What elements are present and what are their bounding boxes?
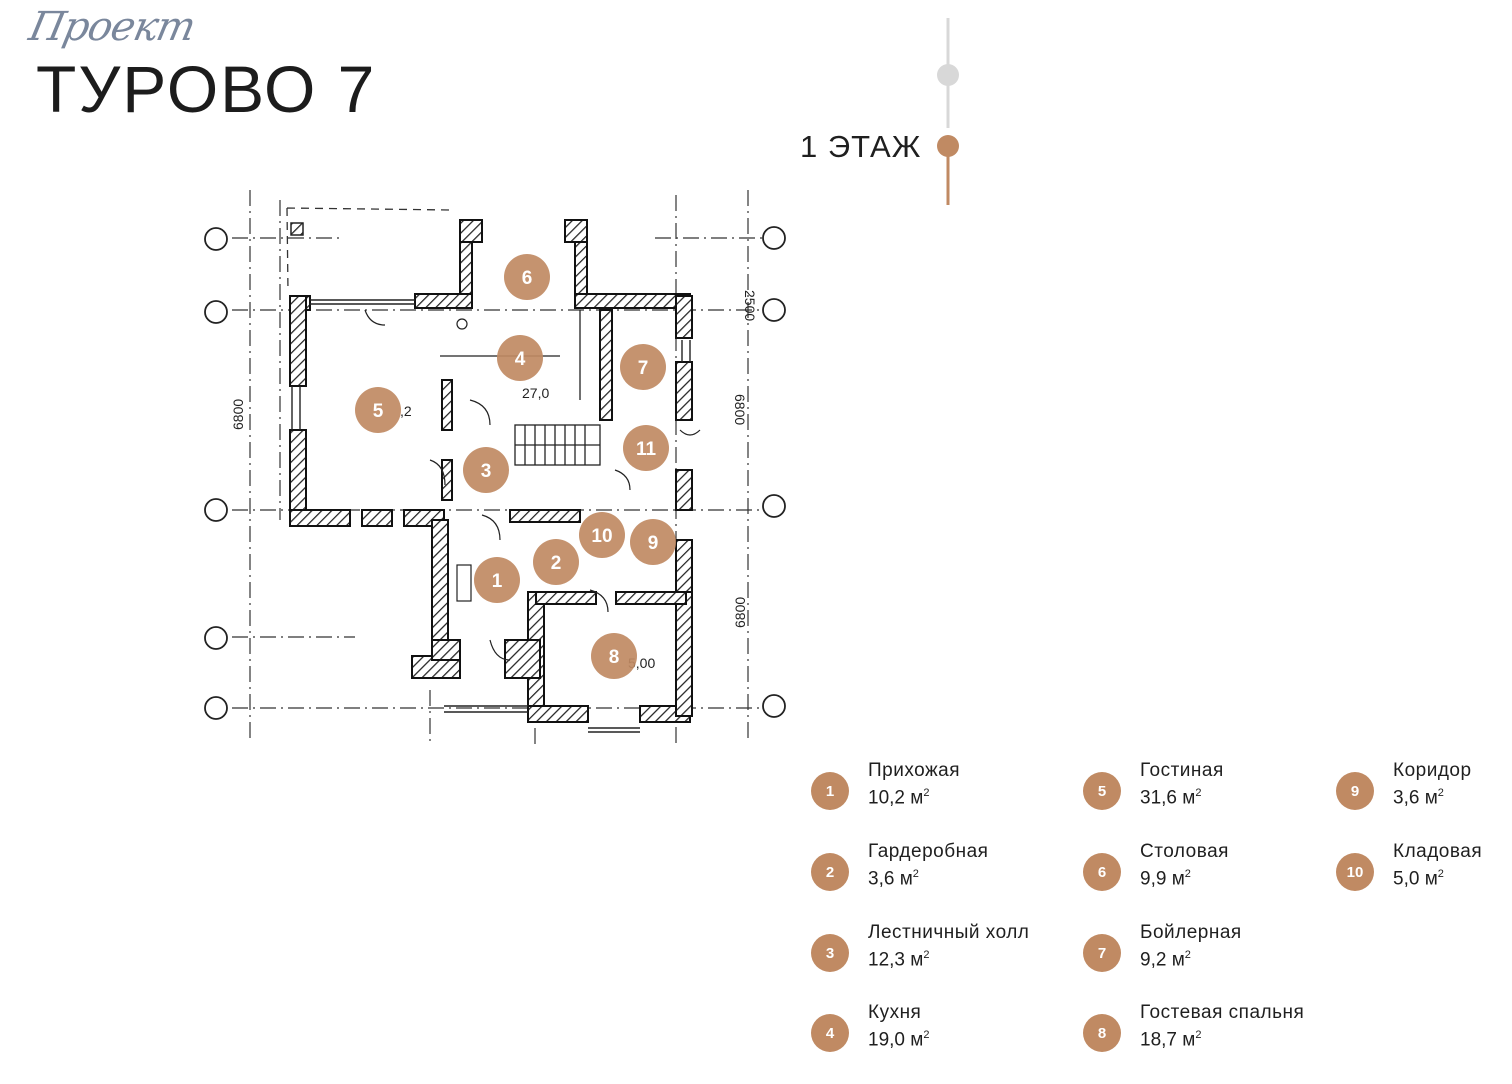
legend-number-badge: 8 bbox=[1083, 1014, 1121, 1052]
room-marker-circle bbox=[355, 387, 401, 433]
room-marker-1: 1 bbox=[474, 557, 520, 603]
legend-number-badge: 9 bbox=[1336, 772, 1374, 810]
room-marker-number: 11 bbox=[636, 439, 657, 460]
room-marker-2: 2 bbox=[533, 539, 579, 585]
legend-number-badge: 1 bbox=[811, 772, 849, 810]
legend-item: 4 Кухня 19,0 м2 bbox=[811, 1002, 1061, 1084]
room-marker-circle bbox=[533, 539, 579, 585]
room-marker-7: 7 bbox=[620, 344, 666, 390]
legend-room-area: 31,6 м2 bbox=[1140, 787, 1202, 809]
room-marker-3: 3 bbox=[463, 447, 509, 493]
room-marker-11: 11 bbox=[623, 425, 669, 471]
room-marker-number: 9 bbox=[648, 533, 659, 554]
legend-room-name: Коридор bbox=[1393, 760, 1472, 781]
axis-bubbles bbox=[204, 226, 786, 720]
legend-room-name: Кладовая bbox=[1393, 841, 1483, 862]
dimension-left: 6800 bbox=[230, 399, 246, 430]
room-marker-circle bbox=[579, 512, 625, 558]
legend-number-badge: 4 bbox=[811, 1014, 849, 1052]
room-marker-5: 5 bbox=[355, 387, 401, 433]
room-marker-number: 6 bbox=[522, 268, 533, 289]
legend-number-badge: 7 bbox=[1083, 934, 1121, 972]
legend-room-name: Гардеробная bbox=[868, 841, 989, 862]
legend-room-name: Гостевая спальня bbox=[1140, 1002, 1305, 1023]
room-marker-number: 4 bbox=[515, 349, 526, 370]
area-label-living: ,2 bbox=[400, 403, 412, 419]
legend-room-name: Лестничный холл bbox=[868, 922, 1030, 943]
room-marker-circle bbox=[623, 425, 669, 471]
legend-room-name: Гостиная bbox=[1140, 760, 1224, 781]
current-floor-label[interactable]: 1 ЭТАЖ bbox=[800, 129, 922, 164]
room-marker-circle bbox=[497, 335, 543, 381]
dimension-right-top: 2500 bbox=[742, 290, 758, 321]
room-marker-number: 8 bbox=[609, 647, 620, 668]
room-marker-circle bbox=[463, 447, 509, 493]
legend-room-area: 3,6 м2 bbox=[868, 868, 919, 890]
legend-item: 1 Прихожая 10,2 м2 bbox=[811, 760, 1061, 842]
dimension-right-bottom: 6800 bbox=[732, 597, 748, 628]
legend-number-badge: 6 bbox=[1083, 853, 1121, 891]
floor-1-dot[interactable] bbox=[937, 135, 959, 157]
room-markers: 1 2 3 4 5 6 7 8 9 10 11 bbox=[355, 254, 676, 679]
legend-item: 7 Бойлерная 9,2 м2 bbox=[1083, 922, 1333, 1004]
legend-number-badge: 2 bbox=[811, 853, 849, 891]
legend-item: 10 Кладовая 5,0 м2 bbox=[1336, 841, 1512, 923]
legend-item: 3 Лестничный холл 12,3 м2 bbox=[811, 922, 1061, 1004]
page-title: ТУРОВО 7 bbox=[36, 52, 377, 126]
legend-room-area: 3,6 м2 bbox=[1393, 787, 1444, 809]
legend-room-area: 5,0 м2 bbox=[1393, 868, 1444, 890]
room-marker-9: 9 bbox=[630, 519, 676, 565]
room-marker-10: 10 bbox=[579, 512, 625, 558]
room-marker-8: 8 bbox=[591, 633, 637, 679]
room-marker-number: 2 bbox=[551, 553, 562, 574]
room-marker-circle bbox=[474, 557, 520, 603]
legend-room-area: 10,2 м2 bbox=[868, 787, 930, 809]
legend-room-area: 9,2 м2 bbox=[1140, 949, 1191, 971]
floor-2-dot[interactable] bbox=[937, 64, 959, 86]
room-marker-circle bbox=[504, 254, 550, 300]
room-marker-number: 10 bbox=[591, 526, 612, 547]
room-marker-circle bbox=[620, 344, 666, 390]
room-marker-number: 1 bbox=[492, 571, 503, 592]
area-label-kitchen: 27,0 bbox=[522, 385, 549, 401]
room-marker-circle bbox=[630, 519, 676, 565]
legend-room-name: Бойлерная bbox=[1140, 922, 1242, 943]
room-marker-number: 5 bbox=[373, 401, 384, 422]
legend-room-area: 12,3 м2 bbox=[868, 949, 930, 971]
legend-room-area: 9,9 м2 bbox=[1140, 868, 1191, 890]
room-marker-6: 6 bbox=[504, 254, 550, 300]
legend-item: 9 Коридор 3,6 м2 bbox=[1336, 760, 1512, 842]
dimension-right-mid: 6800 bbox=[732, 394, 748, 425]
legend-room-name: Кухня bbox=[868, 1002, 922, 1023]
staircase bbox=[440, 310, 601, 466]
legend-room-name: Прихожая bbox=[868, 760, 961, 781]
legend-number-badge: 10 bbox=[1336, 853, 1374, 891]
legend-number-badge: 5 bbox=[1083, 772, 1121, 810]
legend-item: 5 Гостиная 31,6 м2 bbox=[1083, 760, 1333, 842]
room-marker-number: 7 bbox=[638, 358, 649, 379]
legend-item: 2 Гардеробная 3,6 м2 bbox=[811, 841, 1061, 923]
room-marker-number: 3 bbox=[481, 461, 492, 482]
legend-room-area: 18,7 м2 bbox=[1140, 1029, 1202, 1051]
legend-item: 8 Гостевая спальня 18,7 м2 bbox=[1083, 1002, 1333, 1084]
room-marker-4: 4 bbox=[497, 335, 543, 381]
legend-room-area: 19,0 м2 bbox=[868, 1029, 930, 1051]
legend-room-name: Столовая bbox=[1140, 841, 1229, 862]
legend-item: 6 Столовая 9,9 м2 bbox=[1083, 841, 1333, 923]
legend-number-badge: 3 bbox=[811, 934, 849, 972]
floor-navigation: 1 ЭТАЖ bbox=[0, 0, 1512, 220]
room-marker-circle bbox=[591, 633, 637, 679]
